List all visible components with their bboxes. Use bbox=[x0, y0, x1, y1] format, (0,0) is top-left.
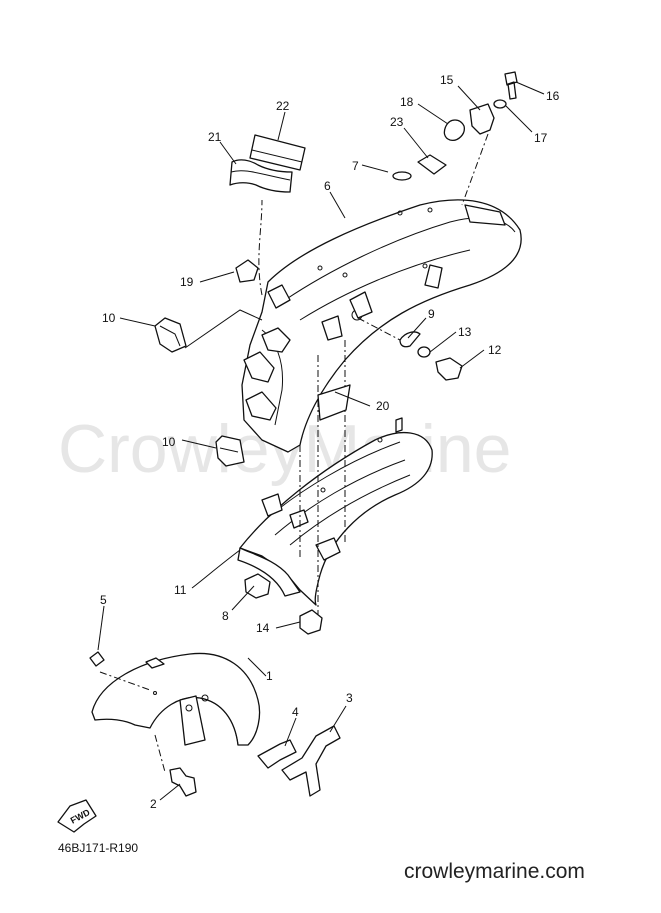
callout-6: 6 bbox=[324, 179, 331, 193]
callout-23: 23 bbox=[390, 115, 404, 129]
callout-7: 7 bbox=[352, 159, 359, 173]
callout-12: 12 bbox=[488, 343, 502, 357]
callout-20: 20 bbox=[376, 399, 390, 413]
leader-line bbox=[184, 309, 263, 349]
fwd-arrow: FWD bbox=[57, 799, 97, 833]
clip-9 bbox=[399, 331, 421, 348]
cushion-10-lower bbox=[215, 435, 245, 467]
nut-8 bbox=[244, 573, 271, 599]
callout-4: 4 bbox=[292, 705, 299, 719]
callout-21: 21 bbox=[208, 130, 222, 144]
bracket-15 bbox=[469, 103, 495, 135]
callout-18: 18 bbox=[400, 95, 414, 109]
cushion-10-upper bbox=[154, 317, 187, 353]
callout-19: 19 bbox=[180, 275, 194, 289]
inner-fender-11 bbox=[237, 417, 433, 606]
nut-14 bbox=[299, 609, 323, 635]
callout-8: 8 bbox=[222, 609, 229, 623]
reflector-23 bbox=[417, 154, 447, 175]
callouts: 1 2 3 4 5 6 7 8 9 10 10 11 12 13 14 15 1… bbox=[100, 73, 560, 811]
alignment-line bbox=[461, 133, 489, 206]
callout-14: 14 bbox=[256, 621, 270, 635]
front-fender-1 bbox=[89, 651, 261, 773]
diagram-code: 46BJ171-R190 bbox=[58, 841, 138, 855]
nut-18 bbox=[443, 119, 465, 141]
callout-22: 22 bbox=[276, 99, 290, 113]
callout-3: 3 bbox=[346, 691, 353, 705]
callout-2: 2 bbox=[150, 797, 157, 811]
callout-17: 17 bbox=[534, 131, 548, 145]
decal-21-22 bbox=[229, 134, 306, 193]
plate-20 bbox=[317, 384, 351, 421]
callout-15: 15 bbox=[440, 73, 454, 87]
site-url[interactable]: crowleymarine.com bbox=[404, 860, 585, 883]
callout-13: 13 bbox=[458, 325, 472, 339]
callout-16: 16 bbox=[546, 89, 560, 103]
rear-fender-6 bbox=[241, 199, 522, 453]
callout-5: 5 bbox=[100, 593, 107, 607]
bolt-2 bbox=[169, 767, 197, 797]
cushion-19 bbox=[235, 259, 259, 283]
alignment-line bbox=[258, 199, 263, 296]
bolt-16 bbox=[504, 71, 518, 100]
washer-13 bbox=[417, 346, 431, 358]
callout-9: 9 bbox=[428, 307, 435, 321]
bracket-4 bbox=[257, 739, 297, 769]
bracket-3 bbox=[281, 725, 341, 797]
callout-1: 1 bbox=[266, 669, 273, 683]
leader-lines bbox=[97, 81, 545, 801]
callout-10-upper: 10 bbox=[102, 311, 116, 325]
callout-10-lower: 10 bbox=[162, 435, 176, 449]
collar-17 bbox=[493, 99, 507, 109]
callout-11: 11 bbox=[174, 583, 187, 597]
washer-7 bbox=[392, 171, 412, 181]
bolt-12 bbox=[435, 357, 463, 381]
